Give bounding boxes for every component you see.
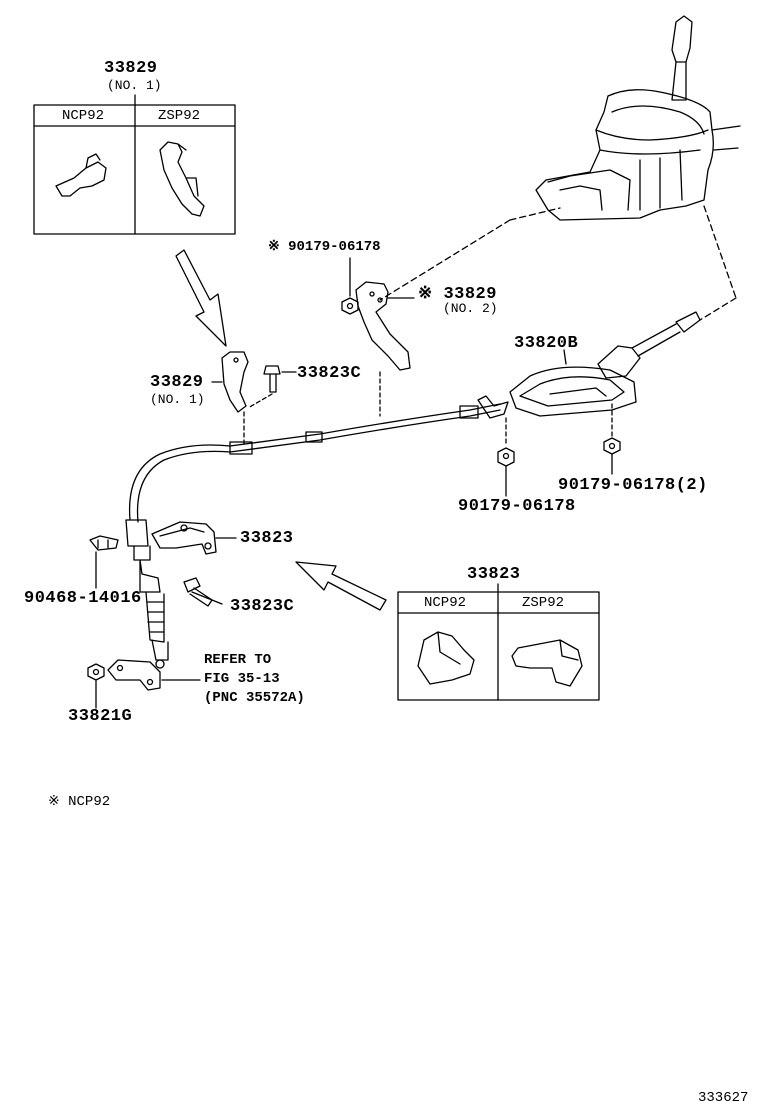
refer-line-1: REFER TO [204,652,272,668]
retainer-icon [151,521,237,555]
label-nut-right: 90179-06178(2) [558,476,708,495]
footnote: ※ NCP92 [48,794,111,810]
inset1-header-zsp92: ZSP92 [158,108,201,124]
arrow-to-retainer [295,561,387,611]
inset-table-bracket-variants [33,94,236,235]
dashed-links-bracket [243,393,273,445]
nut-right-icon [603,437,621,475]
refer-line-3: (PNC 35572A) [204,690,305,706]
bolt-top-icon [263,365,297,393]
bracket-no1-icon [211,351,249,413]
bracket-zsp92-icon [159,141,205,217]
retainer-zsp92-icon [511,639,583,687]
nut-bottom-icon [87,663,105,709]
bracket-ncp92-icon [55,153,107,197]
label-clip: 90468-14016 [24,589,142,608]
bolt-lower-icon [183,577,223,607]
label-nut-bottom: 33821G [68,707,133,726]
label-cable-part: 33820B [514,334,579,353]
label-bracket-no2-part: ※ 33829 [418,285,497,304]
label-bolt-lower: 33823C [230,597,295,616]
label-bracket-mid-no: (NO. 1) [150,392,205,407]
nut-lower-icon [497,447,515,497]
inset1-header-ncp92: NCP92 [62,108,105,124]
inset2-header-ncp92: NCP92 [424,595,467,611]
nut-top-icon [341,257,359,315]
label-bracket-no2-no: (NO. 2) [443,301,498,316]
inset-table-retainer-variants [397,583,600,701]
inset2-header-zsp92: ZSP92 [522,595,565,611]
label-inset2-part: 33823 [467,565,521,584]
refer-line-2: FIG 35-13 [204,671,280,687]
bracket-no2-icon [355,281,415,371]
figure-number: 333627 [698,1090,749,1106]
label-nut-top: ※ 90179-06178 [268,239,381,255]
label-top-bracket-part: 33829 [104,59,158,78]
clip-icon [89,535,119,589]
label-bolt-top: 33823C [297,364,362,383]
dashed-link-lever [379,205,737,321]
label-nut-lower: 90179-06178 [458,497,576,516]
label-top-bracket-no: (NO. 1) [107,78,162,93]
shift-lever-assembly [535,15,741,221]
shift-cable-icon [125,311,701,669]
label-bracket-mid-part: 33829 [150,373,204,392]
shift-arm-icon [107,659,201,691]
retainer-ncp92-icon [417,631,475,685]
label-retainer: 33823 [240,529,294,548]
arrow-to-bracket [175,249,227,347]
